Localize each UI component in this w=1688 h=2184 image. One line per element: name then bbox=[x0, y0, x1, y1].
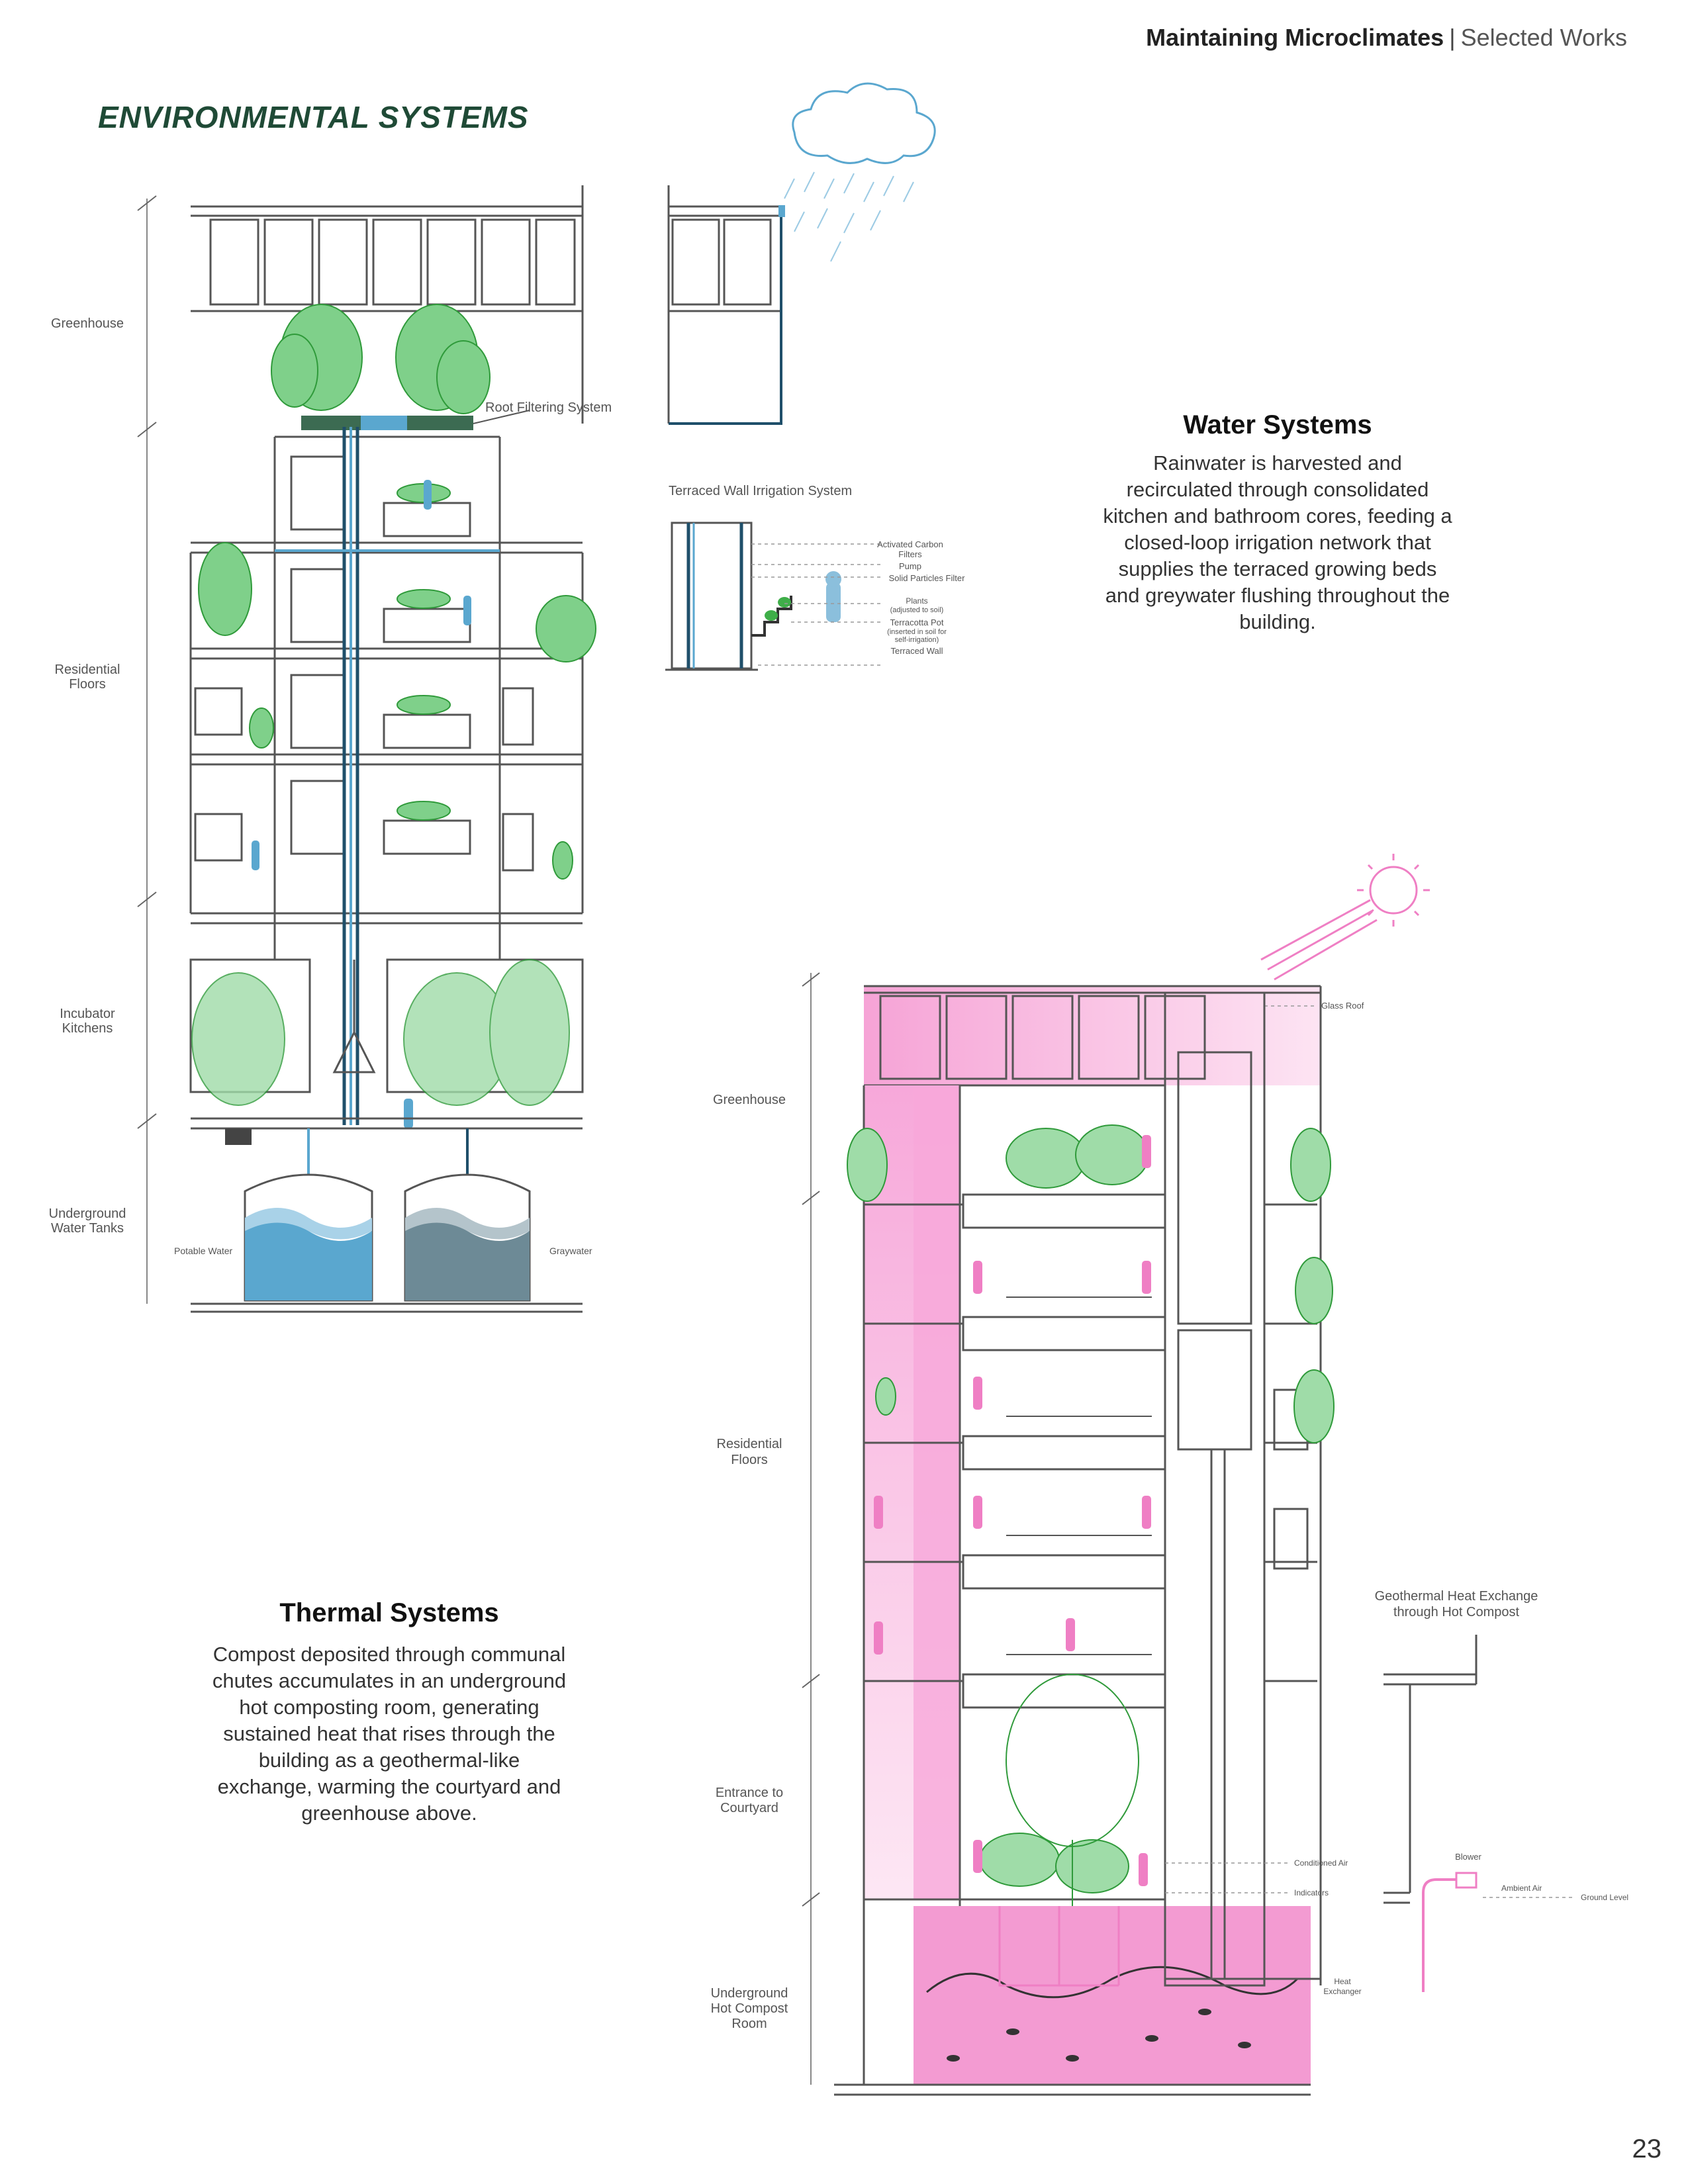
irrigation-item-3: Pump bbox=[899, 561, 921, 571]
thermal-label-glass-roof: Glass Roof bbox=[1321, 1001, 1364, 1011]
water-label-root: Root Filtering System bbox=[485, 400, 612, 415]
water-label-potable: Potable Water bbox=[174, 1246, 233, 1256]
thermal-label-heat-ex-1: Heat bbox=[1334, 1977, 1351, 1986]
thermal-systems-body: Compost deposited through communal chute… bbox=[212, 1643, 567, 1825]
water-systems-body: Rainwater is harvested and recirculated … bbox=[1103, 451, 1452, 633]
water-label-greywater: Graywater bbox=[549, 1246, 592, 1256]
thermal-label-residential-1: Residential bbox=[717, 1437, 782, 1451]
thermal-label-ambient: Ambient Air bbox=[1501, 1884, 1542, 1893]
water-label-residential-2: Floors bbox=[69, 677, 106, 692]
thermal-label-entrance-1: Entrance to bbox=[716, 1786, 783, 1800]
water-label-tanks-2: Water Tanks bbox=[51, 1221, 124, 1236]
irrigation-detail-drawing: Terraced Wall Irrigation System Activate… bbox=[665, 484, 966, 671]
water-systems-title: Water Systems bbox=[1183, 410, 1372, 439]
water-label-tanks-1: Underground bbox=[49, 1206, 126, 1221]
irrigation-item-8: (inserted in soil for bbox=[887, 628, 947, 636]
page-header: Maintaining Microclimates|Selected Works bbox=[1146, 24, 1627, 52]
water-label-residential-1: Residential bbox=[55, 662, 120, 677]
thermal-label-residential-2: Floors bbox=[731, 1453, 768, 1467]
irrigation-item-2: Filters bbox=[898, 549, 922, 559]
irrigation-item-9: self-irrigation) bbox=[895, 636, 939, 644]
water-label-incubator-2: Kitchens bbox=[62, 1021, 113, 1036]
thermal-label-compost-3: Room bbox=[731, 2017, 767, 2031]
page-number: 23 bbox=[1632, 2134, 1662, 2163]
irrigation-item-7: Terracotta Pot bbox=[890, 617, 944, 627]
water-label-greenhouse: Greenhouse bbox=[51, 316, 124, 331]
irrigation-item-10: Terraced Wall bbox=[891, 646, 943, 656]
thermal-label-blower: Blower bbox=[1455, 1852, 1481, 1862]
thermal-label-indicators: Indicators bbox=[1294, 1888, 1329, 1897]
thermal-systems-title: Thermal Systems bbox=[279, 1598, 499, 1627]
irrigation-item-6: (adjusted to soil) bbox=[890, 606, 944, 614]
thermal-label-compost-1: Underground bbox=[711, 1986, 788, 2001]
thermal-section-drawing: Greenhouse Residential Floors Entrance t… bbox=[711, 854, 1628, 2096]
thermal-label-ground: Ground Level bbox=[1581, 1893, 1628, 1902]
thermal-label-compost-2: Hot Compost bbox=[711, 2001, 788, 2016]
thermal-label-greenhouse: Greenhouse bbox=[713, 1093, 786, 1107]
water-section-drawing: Greenhouse Residential Floors Incubator … bbox=[49, 82, 936, 1313]
section-title: ENVIRONMENTAL SYSTEMS bbox=[98, 100, 529, 134]
thermal-label-conditioned: Conditioned Air bbox=[1294, 1858, 1348, 1868]
thermal-label-heat-ex-2: Exchanger bbox=[1323, 1987, 1361, 1996]
irrigation-item-4: Solid Particles Filter bbox=[889, 573, 966, 583]
thermal-label-geo-2: through Hot Compost bbox=[1393, 1605, 1520, 1619]
header-separator: | bbox=[1449, 24, 1456, 51]
water-label-incubator-1: Incubator bbox=[60, 1007, 115, 1021]
irrigation-title: Terraced Wall Irrigation System bbox=[669, 484, 852, 498]
thermal-label-entrance-2: Courtyard bbox=[720, 1801, 778, 1815]
header-subtitle: Selected Works bbox=[1460, 24, 1627, 51]
header-title: Maintaining Microclimates bbox=[1146, 24, 1444, 51]
irrigation-item-5: Plants bbox=[906, 596, 927, 606]
irrigation-item-1: Activated Carbon bbox=[877, 539, 943, 549]
thermal-label-geo-1: Geothermal Heat Exchange bbox=[1375, 1589, 1538, 1604]
